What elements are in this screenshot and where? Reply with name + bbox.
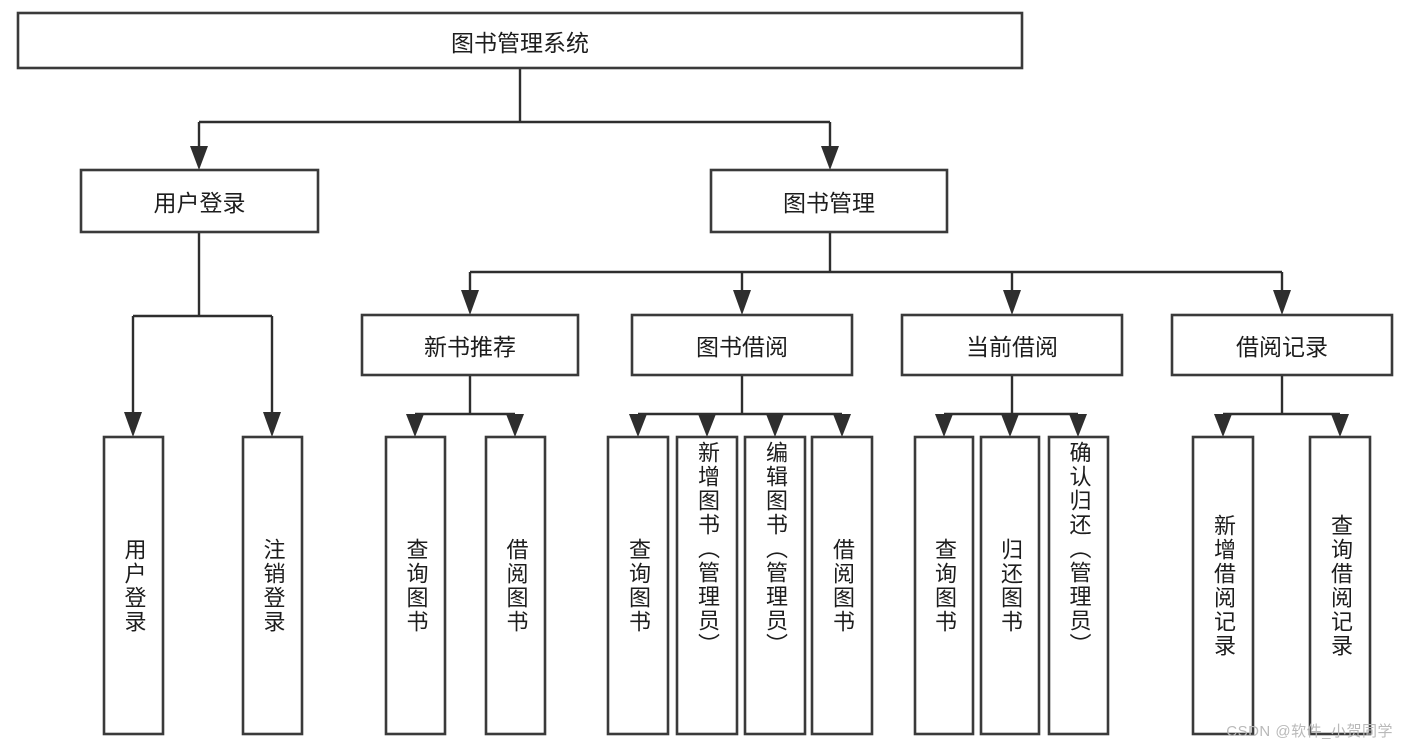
leaf-new-book-2[interactable] <box>484 435 547 736</box>
boxes-layer <box>16 11 1394 736</box>
arrowhead-leaf-logout <box>263 412 281 437</box>
arrowhead-newbook-leaf2 <box>506 414 524 437</box>
arrowhead-bookborrow <box>733 290 751 315</box>
node-user-login[interactable] <box>79 168 320 234</box>
arrowhead-currentborrow-leaf2 <box>1001 414 1019 437</box>
arrowhead-borrowrecord <box>1273 290 1291 315</box>
leaf-new-book-1[interactable] <box>384 435 447 736</box>
node-new-book-recommend[interactable] <box>360 313 580 377</box>
leaf-current-borrow-3[interactable] <box>1047 435 1110 736</box>
leaf-book-borrow-2[interactable] <box>675 435 739 736</box>
leaf-borrow-record-1[interactable] <box>1191 435 1255 736</box>
arrowhead-bookborrow-leaf4 <box>833 414 851 437</box>
leaf-book-borrow-4[interactable] <box>810 435 874 736</box>
arrowhead-currentborrow-leaf3 <box>1069 414 1087 437</box>
arrowhead-bookborrow-leaf2 <box>698 414 716 437</box>
arrowhead-newbook-leaf1 <box>406 414 424 437</box>
arrowhead-currentborrow-leaf1 <box>935 414 953 437</box>
arrowhead-borrowrecord-leaf1 <box>1214 414 1232 437</box>
node-book-management[interactable] <box>709 168 949 234</box>
node-borrow-record[interactable] <box>1170 313 1394 377</box>
leaf-book-borrow-1[interactable] <box>606 435 670 736</box>
node-current-borrow[interactable] <box>900 313 1124 377</box>
node-root[interactable] <box>16 11 1024 70</box>
arrowhead-newbook <box>461 290 479 315</box>
node-book-borrow[interactable] <box>630 313 854 377</box>
leaf-book-borrow-3[interactable] <box>743 435 807 736</box>
arrowhead-bookborrow-leaf3 <box>766 414 784 437</box>
edges-layer <box>124 68 1349 437</box>
arrowhead-bookborrow-leaf1 <box>629 414 647 437</box>
arrowhead-bookmgmt <box>821 146 839 170</box>
arrowhead-currentborrow <box>1003 290 1021 315</box>
csdn-watermark: CSDN @软件_小贺同学 <box>1226 723 1393 740</box>
leaf-borrow-record-2[interactable] <box>1308 435 1372 736</box>
leaf-current-borrow-1[interactable] <box>913 435 975 736</box>
arrowhead-borrowrecord-leaf2 <box>1331 414 1349 437</box>
arrowhead-userlogin <box>190 146 208 170</box>
arrowhead-leaf-user-login <box>124 412 142 437</box>
leaf-user-login-1[interactable] <box>102 435 165 736</box>
leaf-current-borrow-2[interactable] <box>979 435 1041 736</box>
leaf-user-login-2[interactable] <box>241 435 304 736</box>
